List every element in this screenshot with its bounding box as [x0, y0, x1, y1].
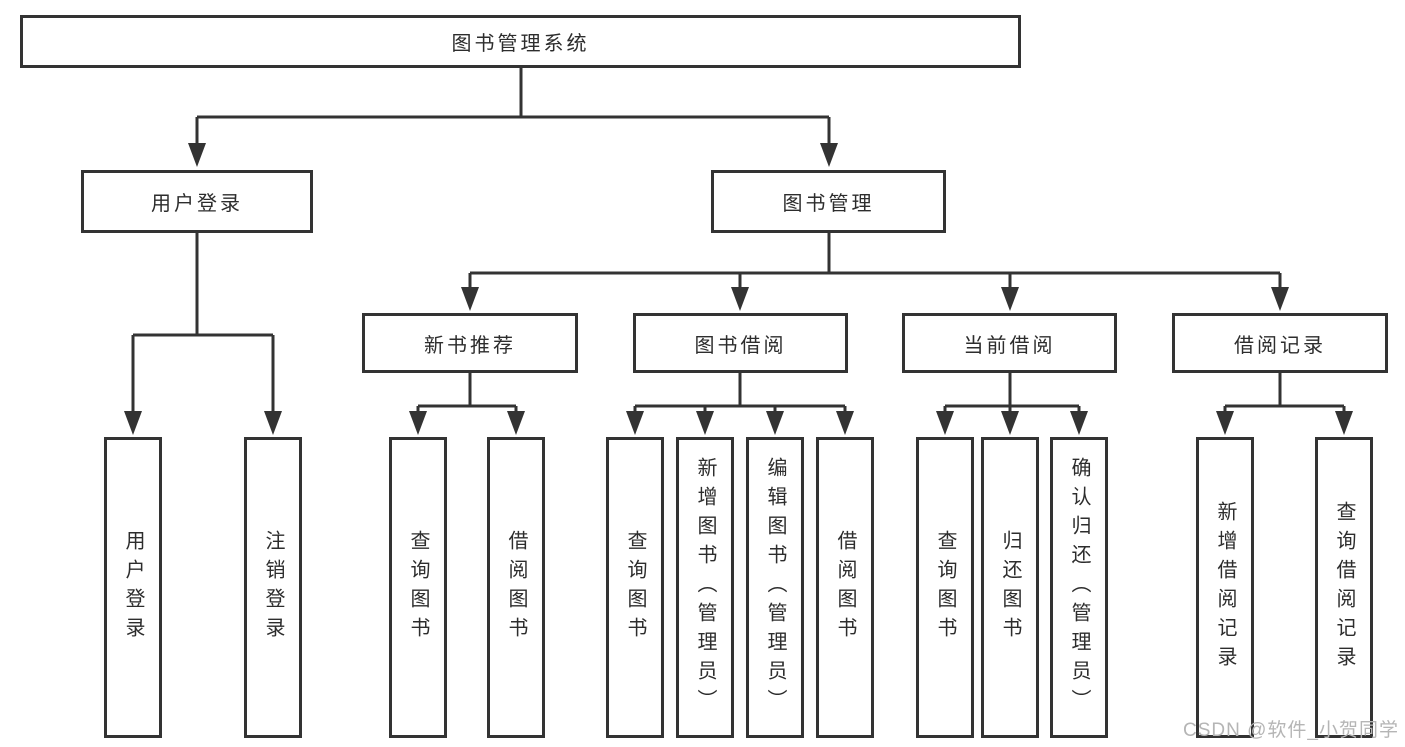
leaf-query-books-3-label: 查询图书: [934, 529, 956, 646]
leaf-logout-label: 注销登录: [262, 529, 284, 646]
node-new-book-recommend: 新书推荐: [362, 313, 578, 373]
leaf-return-books-label: 归还图书: [999, 529, 1021, 646]
leaf-add-borrow-record-label: 新增借阅记录: [1214, 500, 1236, 675]
leaf-confirm-return-admin-label: 确认归还（管理员）: [1068, 457, 1090, 718]
node-borrow-records: 借阅记录: [1172, 313, 1388, 373]
node-user-login-label: 用户登录: [151, 193, 243, 215]
leaf-logout: 注销登录: [244, 437, 302, 738]
leaf-query-books-2-label: 查询图书: [624, 529, 646, 646]
leaf-query-books-3: 查询图书: [916, 437, 974, 738]
leaf-borrow-books-1-label: 借阅图书: [505, 529, 527, 646]
leaf-return-books: 归还图书: [981, 437, 1039, 738]
node-current-borrow-label: 当前借阅: [963, 334, 1056, 357]
leaf-query-borrow-record: 查询借阅记录: [1315, 437, 1373, 738]
node-borrow-records-label: 借阅记录: [1234, 334, 1326, 357]
node-root-system: 图书管理系统: [20, 15, 1021, 68]
leaf-edit-books-admin: 编辑图书（管理员）: [746, 437, 804, 738]
node-user-login: 用户登录: [81, 170, 313, 233]
node-book-borrow: 图书借阅: [633, 313, 848, 373]
node-book-borrow-label: 图书借阅: [694, 334, 787, 357]
leaf-add-books-admin: 新增图书（管理员）: [676, 437, 734, 738]
node-current-borrow: 当前借阅: [902, 313, 1117, 373]
leaf-query-borrow-record-label: 查询借阅记录: [1333, 500, 1355, 675]
node-book-management-label: 图书管理: [782, 193, 875, 215]
leaf-confirm-return-admin: 确认归还（管理员）: [1050, 437, 1108, 738]
leaf-add-books-admin-label: 新增图书（管理员）: [694, 457, 716, 718]
leaf-query-books-1: 查询图书: [389, 437, 447, 738]
leaf-borrow-books-2-label: 借阅图书: [834, 529, 856, 646]
node-root-label: 图书管理系统: [451, 33, 590, 55]
leaf-edit-books-admin-label: 编辑图书（管理员）: [764, 457, 786, 718]
arrowheads: [124, 143, 1353, 435]
leaf-add-borrow-record: 新增借阅记录: [1196, 437, 1254, 738]
node-new-book-recommend-label: 新书推荐: [424, 334, 516, 357]
node-book-management: 图书管理: [711, 170, 946, 233]
leaf-borrow-books-1: 借阅图书: [487, 437, 545, 738]
leaf-user-login-label: 用户登录: [122, 529, 144, 646]
leaf-user-login: 用户登录: [104, 437, 162, 738]
csdn-watermark: CSDN @软件_小贺同学: [1183, 720, 1399, 741]
leaf-borrow-books-2: 借阅图书: [816, 437, 874, 738]
leaf-query-books-1-label: 查询图书: [407, 529, 429, 646]
leaf-query-books-2: 查询图书: [606, 437, 664, 738]
